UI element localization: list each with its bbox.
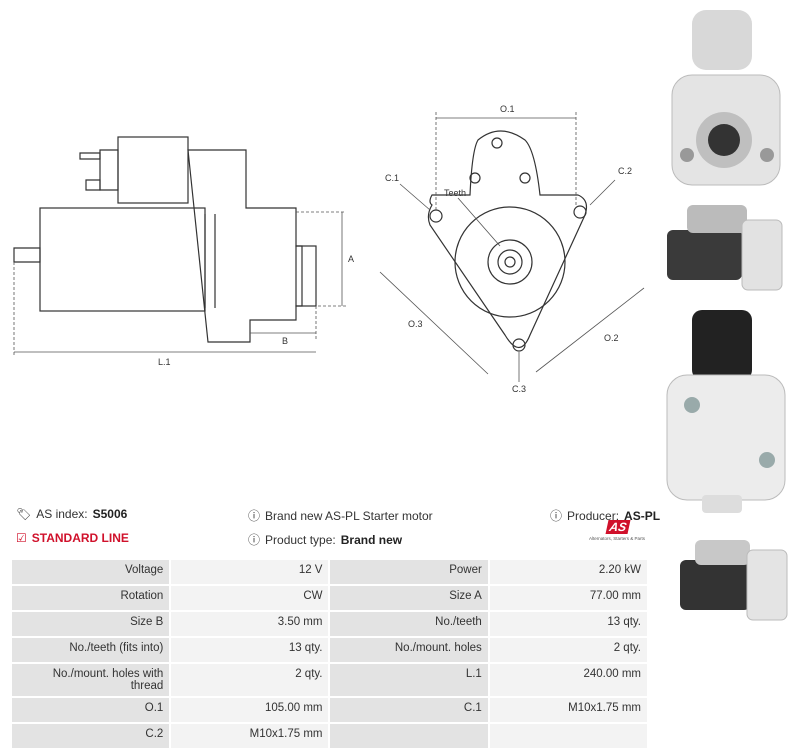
solenoid-body <box>117 136 189 204</box>
product-photo-front[interactable] <box>662 5 790 195</box>
solenoid-cap <box>99 149 119 191</box>
spec-label: L.1 <box>330 664 488 696</box>
technical-drawing: A B L.1 O.1 O.2 O.3 C.1 C.2 C.3 Teeth <box>13 104 645 394</box>
terminal-stud-top <box>79 152 101 160</box>
spec-value: M10x1.75 mm <box>171 724 329 748</box>
dim-label-o2: O.2 <box>604 333 619 343</box>
product-type-value: Brand new <box>340 532 403 547</box>
as-pl-logo: AS Alternators, Starters & Parts <box>583 520 651 554</box>
spec-value: 13 qty. <box>489 612 647 636</box>
tag-icon: 🏷︎ <box>16 507 32 521</box>
product-photo-side-2[interactable] <box>675 535 793 625</box>
mount-hole-c2 <box>573 205 587 219</box>
spec-value: 2.20 kW <box>489 560 647 584</box>
dim-label-c2: C.2 <box>618 166 632 176</box>
pinion <box>295 245 317 307</box>
checkbox-icon: ☑ <box>16 531 27 545</box>
dim-label-b: B <box>282 336 288 346</box>
as-index-value: S5006 <box>92 507 128 521</box>
description-row: ⓘ Brand new AS-PL Starter motor <box>248 507 433 524</box>
logo-mark: AS <box>605 520 631 534</box>
spec-value <box>489 724 647 748</box>
dim-label-c3: C.3 <box>512 384 526 394</box>
spec-value: M10x1.75 mm <box>489 698 647 722</box>
spec-label: C.2 <box>12 724 170 748</box>
dim-label-l1: L.1 <box>158 357 171 367</box>
bolt-left <box>13 247 41 263</box>
spec-label <box>330 724 488 748</box>
dim-label-a: A <box>348 254 354 264</box>
spec-value: 77.00 mm <box>489 586 647 610</box>
spec-label: Power <box>330 560 488 584</box>
as-index-label: AS index: <box>36 507 88 521</box>
spec-label: O.1 <box>12 698 170 722</box>
spec-label: Size A <box>330 586 488 610</box>
spec-value: 105.00 mm <box>171 698 329 722</box>
standard-line-row: ☑ STANDARD LINE <box>16 531 129 545</box>
motor-body <box>39 207 206 312</box>
standard-line-label: STANDARD LINE <box>31 531 129 545</box>
producer-label: Producer: <box>567 508 620 523</box>
dim-label-c1: C.1 <box>385 173 399 183</box>
producer-value: AS-PL <box>624 508 661 523</box>
info-icon: ⓘ <box>248 509 261 523</box>
spec-value: 13 qty. <box>171 638 329 662</box>
mount-hole-c1 <box>429 209 443 223</box>
producer-row: ⓘ Producer: AS-PL <box>550 507 660 524</box>
product-type-row: ⓘ Product type: Brand new <box>248 531 402 548</box>
info-icon: ⓘ <box>550 509 563 523</box>
spec-value: CW <box>171 586 329 610</box>
spec-value: 2 qty. <box>171 664 329 696</box>
spec-value: 3.50 mm <box>171 612 329 636</box>
flange-outline <box>427 130 588 349</box>
product-photo-rear[interactable] <box>662 305 790 515</box>
info-icon: ⓘ <box>248 533 261 547</box>
terminal-stud-bottom <box>85 179 101 191</box>
spec-label: No./teeth <box>330 612 488 636</box>
mount-hole-c3 <box>512 338 526 352</box>
product-type-label: Product type: <box>265 532 336 547</box>
dim-label-o1: O.1 <box>500 104 515 114</box>
description-text: Brand new AS-PL Starter motor <box>265 508 433 523</box>
table-row: No./teeth (fits into)13 qty.No./mount. h… <box>12 638 647 662</box>
spec-label: Voltage <box>12 560 170 584</box>
spec-label: C.1 <box>330 698 488 722</box>
spec-label: Size B <box>12 612 170 636</box>
spec-label: No./teeth (fits into) <box>12 638 170 662</box>
product-photo-side-1[interactable] <box>662 200 790 300</box>
spec-value: 240.00 mm <box>489 664 647 696</box>
as-index-row: 🏷︎ AS index: S5006 <box>16 507 127 521</box>
spec-label: Rotation <box>12 586 170 610</box>
spec-label: No./mount. holes <box>330 638 488 662</box>
spec-value: 12 V <box>171 560 329 584</box>
teeth-label: Teeth <box>444 188 466 198</box>
logo-tagline: Alternators, Starters & Parts <box>588 536 646 541</box>
spec-label: No./mount. holes with thread <box>12 664 170 696</box>
spec-value: 2 qty. <box>489 638 647 662</box>
dim-label-o3: O.3 <box>408 319 423 329</box>
